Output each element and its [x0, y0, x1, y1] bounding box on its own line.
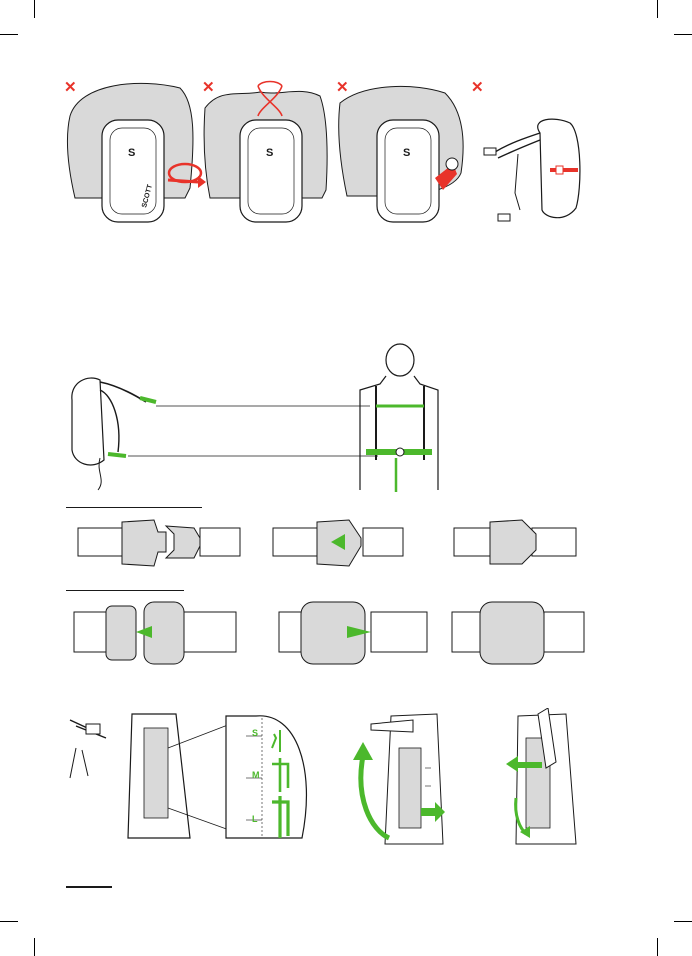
hip-buckle-step-1	[74, 602, 236, 664]
cross-mark-icon: ✕	[202, 80, 215, 95]
size-label-l: L	[252, 814, 258, 824]
buckle-row-2	[66, 596, 586, 670]
section-rule	[66, 590, 184, 591]
buckle-step-2	[273, 520, 403, 566]
backpack-side-view	[72, 378, 156, 490]
cross-mark-icon: ✕	[64, 80, 77, 95]
buckle-step-3	[454, 520, 576, 564]
buckle-step-1	[78, 520, 240, 566]
crop-mark	[0, 34, 18, 35]
rain-cover-illustrations: S SCOTT S S	[60, 78, 600, 238]
hip-buckle-step-3	[452, 602, 584, 664]
back-panel-overview	[70, 714, 246, 838]
back-length-adjustment	[66, 708, 586, 848]
crop-mark	[674, 34, 692, 35]
size-label-s: S	[252, 728, 258, 738]
harness-illustration	[60, 340, 460, 500]
person-wearing-pack	[360, 344, 438, 492]
crop-mark	[674, 921, 692, 922]
adjustment-step-3	[506, 708, 576, 844]
crop-mark	[657, 0, 658, 18]
crop-mark	[34, 938, 35, 956]
hip-buckle-step-2	[279, 602, 427, 664]
size-label-m: M	[252, 770, 260, 780]
rain-cover-panel-2: S	[204, 82, 327, 223]
page-number-rule	[66, 886, 112, 888]
svg-text:S: S	[403, 147, 410, 159]
crop-mark	[0, 921, 18, 922]
cross-mark-icon: ✕	[471, 80, 484, 95]
adjustment-step-2	[353, 714, 445, 844]
rain-cover-panel-3: S	[339, 86, 463, 222]
rain-cover-panel-1: S SCOTT	[68, 83, 206, 222]
crop-mark	[657, 938, 658, 956]
cross-mark-icon: ✕	[336, 80, 349, 95]
section-rule	[66, 507, 202, 508]
rain-cover-panel-4	[484, 119, 580, 221]
svg-text:S: S	[128, 147, 135, 159]
crop-mark	[34, 0, 35, 18]
svg-text:S: S	[266, 147, 273, 159]
size-scale-magnifier	[226, 716, 306, 838]
buckle-row-1	[66, 510, 586, 580]
